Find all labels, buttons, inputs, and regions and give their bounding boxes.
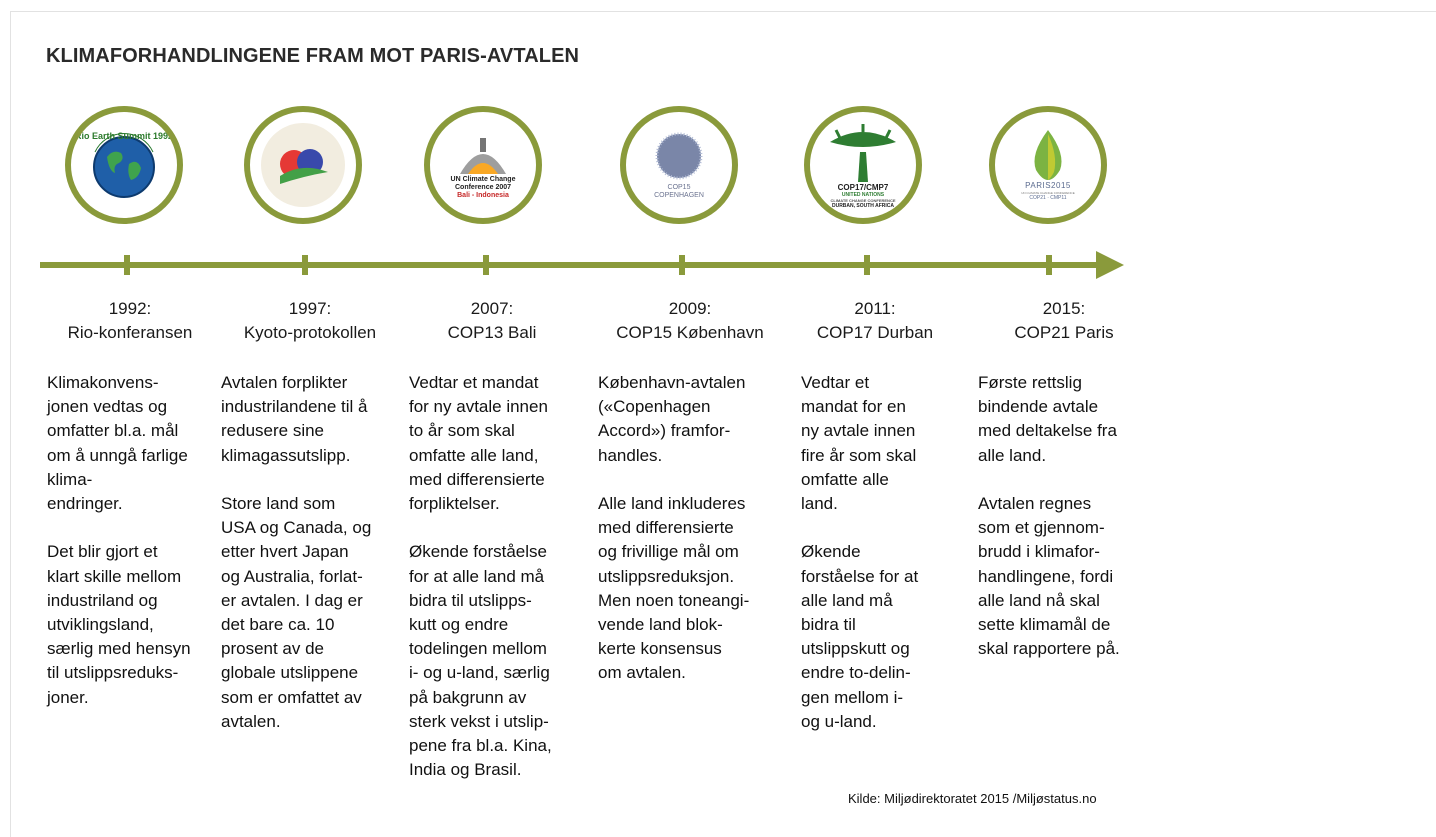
event-description-2009: København-avtalen («Copenhagen Accord») … <box>598 371 788 710</box>
source-credit: Kilde: Miljødirektoratet 2015 /Miljøstat… <box>848 791 1097 806</box>
event-year: 1992: <box>108 299 152 318</box>
description-paragraph: København-avtalen («Copenhagen Accord») … <box>598 373 746 465</box>
event-year: 1997: <box>288 299 332 318</box>
event-description-2011: Vedtar et mandat for en ny avtale innen … <box>801 371 961 758</box>
description-paragraph: Klimakonvens- jonen vedtas og omfatter b… <box>47 373 188 514</box>
kyoto-protocol-logo <box>244 106 362 224</box>
paris-logo-caption-2: UN CLIMATE CHANGE CONFERENCE <box>1021 191 1075 195</box>
description-paragraph: Avtalen forplikter industrilandene til å… <box>221 373 368 465</box>
event-description-1997: Avtalen forplikter industrilandene til å… <box>221 371 403 758</box>
event-heading-2015: 2015: COP21 Paris <box>984 297 1144 345</box>
event-year: 2011: <box>854 299 896 318</box>
event-description-1992: Klimakonvens- jonen vedtas og omfatter b… <box>47 371 219 734</box>
copenhagen-logo-caption-1: COP15 <box>667 184 691 191</box>
event-description-2007: Vedtar et mandat for ny avtale innen to … <box>409 371 589 807</box>
paris-logo-caption-1: PARIS2015 <box>1025 181 1071 190</box>
description-paragraph: Alle land inkluderes med differensierte … <box>598 494 750 683</box>
event-heading-2011: 2011: COP17 Durban <box>795 297 955 345</box>
rio-logo-caption: Rio Earth Summit 1992 <box>74 131 174 141</box>
event-heading-2009: 2009: COP15 København <box>596 297 784 345</box>
figure-title: KLIMAFORHANDLINGENE FRAM MOT PARIS-AVTAL… <box>46 45 580 67</box>
description-paragraph: Store land som USA og Canada, og etter h… <box>221 494 372 731</box>
paris-leaf-logo: PARIS2015 UN CLIMATE CHANGE CONFERENCE C… <box>989 106 1107 224</box>
figure-frame <box>10 11 1436 837</box>
durban-logo-caption-2: UNITED NATIONS <box>841 192 885 198</box>
durban-logo-caption-1: COP17/CMP7 <box>837 183 889 192</box>
paris-logo-caption-3: COP21 · CMP11 <box>1029 195 1067 201</box>
copenhagen-logo: COP15 COPENHAGEN <box>620 106 738 224</box>
bali-logo-caption-1: UN Climate Change <box>450 176 516 183</box>
description-paragraph: Vedtar et mandat for en ny avtale innen … <box>801 373 917 514</box>
description-paragraph: Økende forståelse for at alle land må bi… <box>801 542 919 731</box>
description-paragraph: Vedtar et mandat for ny avtale innen to … <box>409 373 548 514</box>
event-name: COP15 København <box>616 323 764 342</box>
durban-baobab-logo: COP17/CMP7 UNITED NATIONS CLIMATE CHANGE… <box>804 106 922 224</box>
event-heading-2007: 2007: COP13 Bali <box>412 297 572 345</box>
event-name: Rio-konferansen <box>67 323 193 342</box>
event-name: COP21 Paris <box>1014 323 1114 342</box>
copenhagen-logo-caption-2: COPENHAGEN <box>654 192 704 199</box>
event-year: 2009: <box>668 299 712 318</box>
description-paragraph: Det blir gjort et klart skille mellom in… <box>47 542 191 707</box>
bali-conference-logo: UN Climate Change Conference 2007 Bali -… <box>424 106 542 224</box>
event-name: Kyoto-protokollen <box>243 323 377 342</box>
event-heading-1992: 1992: Rio-konferansen <box>47 297 213 345</box>
event-description-2015: Første rettslig bindende avtale med delt… <box>978 371 1158 686</box>
description-paragraph: Første rettslig bindende avtale med delt… <box>978 373 1117 465</box>
event-name: COP17 Durban <box>816 323 934 342</box>
description-paragraph: Avtalen regnes som et gjennom- brudd i k… <box>978 494 1120 659</box>
durban-logo-caption-3: CLIMATE CHANGE CONFERENCE <box>830 198 896 203</box>
bali-logo-caption-3: Bali - Indonesia <box>457 192 509 199</box>
event-name: COP13 Bali <box>447 323 537 342</box>
event-year: 2015: <box>1042 299 1086 318</box>
bali-logo-caption-2: Conference 2007 <box>454 184 512 191</box>
description-paragraph: Økende forståelse for at alle land må bi… <box>409 542 552 780</box>
event-heading-1997: 1997: Kyoto-protokollen <box>222 297 398 345</box>
event-year: 2007: <box>470 299 514 318</box>
rio-earth-summit-logo: Rio Earth Summit 1992 <box>65 106 183 224</box>
durban-logo-caption-4: DURBAN, SOUTH AFRICA <box>831 203 895 209</box>
